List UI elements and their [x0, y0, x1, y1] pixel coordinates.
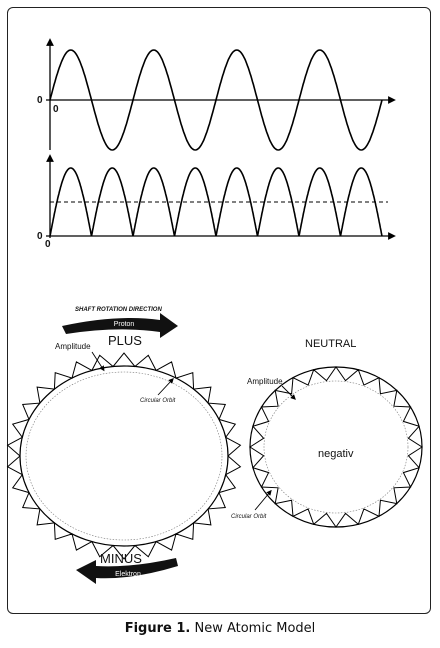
left-amplitude-wave [6, 352, 242, 560]
sine-x-origin-label: 0 [53, 104, 59, 115]
right-atom: NEUTRAL negativ Amplitude Circular Orbit [231, 338, 423, 528]
neutral-label: NEUTRAL [305, 338, 356, 350]
right-amplitude-label: Amplitude [247, 377, 283, 386]
sine-y-origin-label: 0 [37, 95, 43, 106]
rectified-y-origin-label: 0 [37, 231, 43, 242]
shaft-rotation-title: SHAFT ROTATION DIRECTION [75, 307, 162, 313]
plus-label: PLUS [108, 333, 142, 348]
center-label: negativ [318, 448, 354, 460]
right-orbit-label: Circular Orbit [231, 514, 267, 520]
rectified-plot: 0 0 [37, 154, 396, 250]
caption-text: New Atomic Model [194, 621, 316, 636]
left-amplitude-label: Amplitude [55, 342, 91, 351]
rectified-x-origin-label: 0 [45, 239, 51, 250]
minus-label: MINUS [100, 551, 142, 566]
proton-arrow [62, 313, 178, 338]
caption-label: Figure 1. [124, 621, 191, 636]
right-amplitude-wave [249, 366, 423, 528]
left-circular-orbit [19, 365, 229, 547]
elektron-arrow [76, 558, 178, 584]
right-amplitude-pointer [281, 385, 296, 400]
left-orbit-label: Circular Orbit [140, 398, 176, 404]
figure-caption: Figure 1. New Atomic Model [0, 621, 440, 636]
right-orbit-pointer [254, 489, 272, 511]
left-amplitude-pointer [91, 351, 105, 372]
rectified-wave [49, 167, 383, 237]
elektron-label: Elektron [115, 571, 141, 578]
left-atom: SHAFT ROTATION DIRECTION Proton PLUS Amp… [6, 307, 242, 584]
figure-frame [7, 7, 431, 614]
sine-wave [49, 49, 383, 151]
sine-plot: 0 0 [37, 38, 396, 151]
proton-label: Proton [114, 321, 135, 328]
left-reference-orbit [25, 371, 223, 541]
left-orbit-pointer [157, 378, 174, 396]
right-reference-orbit [263, 380, 409, 514]
